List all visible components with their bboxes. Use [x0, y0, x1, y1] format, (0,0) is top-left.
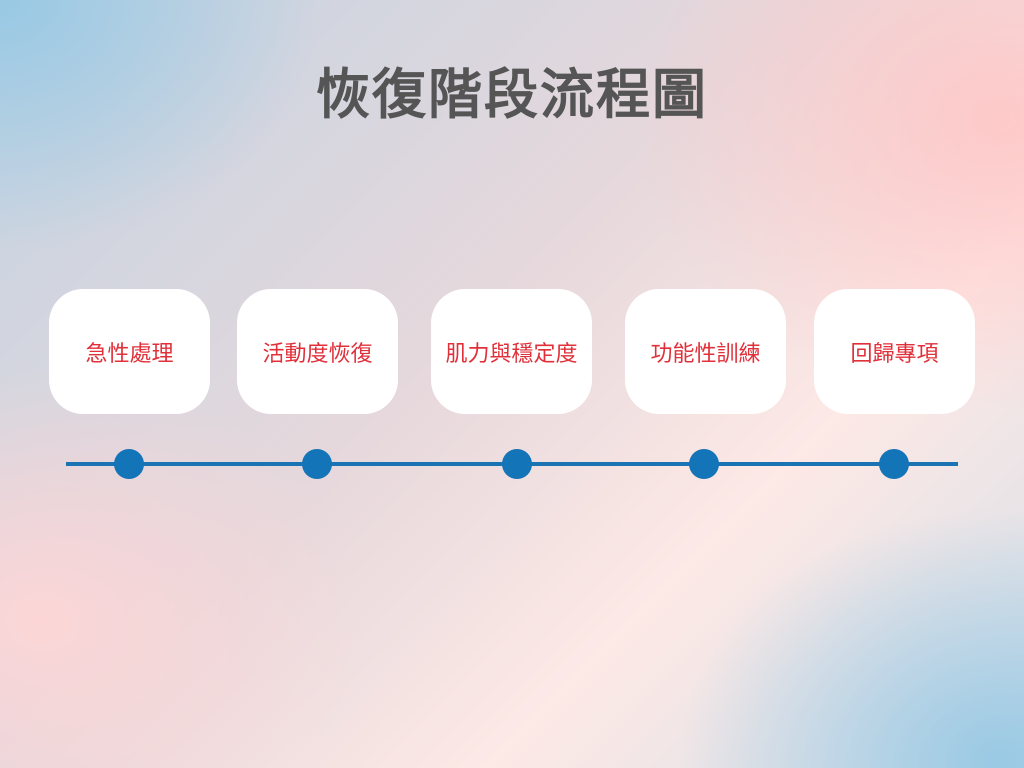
stage-card-mobility: 活動度恢復 [237, 289, 398, 414]
timeline-node-return [879, 449, 909, 479]
stage-label: 肌力與穩定度 [445, 341, 578, 367]
timeline-node-strength [502, 449, 532, 479]
stage-card-strength: 肌力與穩定度 [431, 289, 592, 414]
stage-label: 急性處理 [85, 341, 174, 367]
stage-label: 回歸專項 [850, 341, 939, 367]
stage-card-return: 回歸專項 [814, 289, 975, 414]
stage-card-functional: 功能性訓練 [625, 289, 786, 414]
timeline-node-functional [689, 449, 719, 479]
page-title: 恢復階段流程圖 [316, 63, 708, 126]
stage-cards: 急性處理 活動度恢復 肌力與穩定度 功能性訓練 回歸專項 [0, 289, 1024, 414]
timeline-node-acute [114, 449, 144, 479]
timeline-node-mobility [302, 449, 332, 479]
stage-label: 活動度恢復 [262, 341, 373, 367]
stage-label: 功能性訓練 [650, 341, 761, 367]
stage-card-acute: 急性處理 [49, 289, 210, 414]
